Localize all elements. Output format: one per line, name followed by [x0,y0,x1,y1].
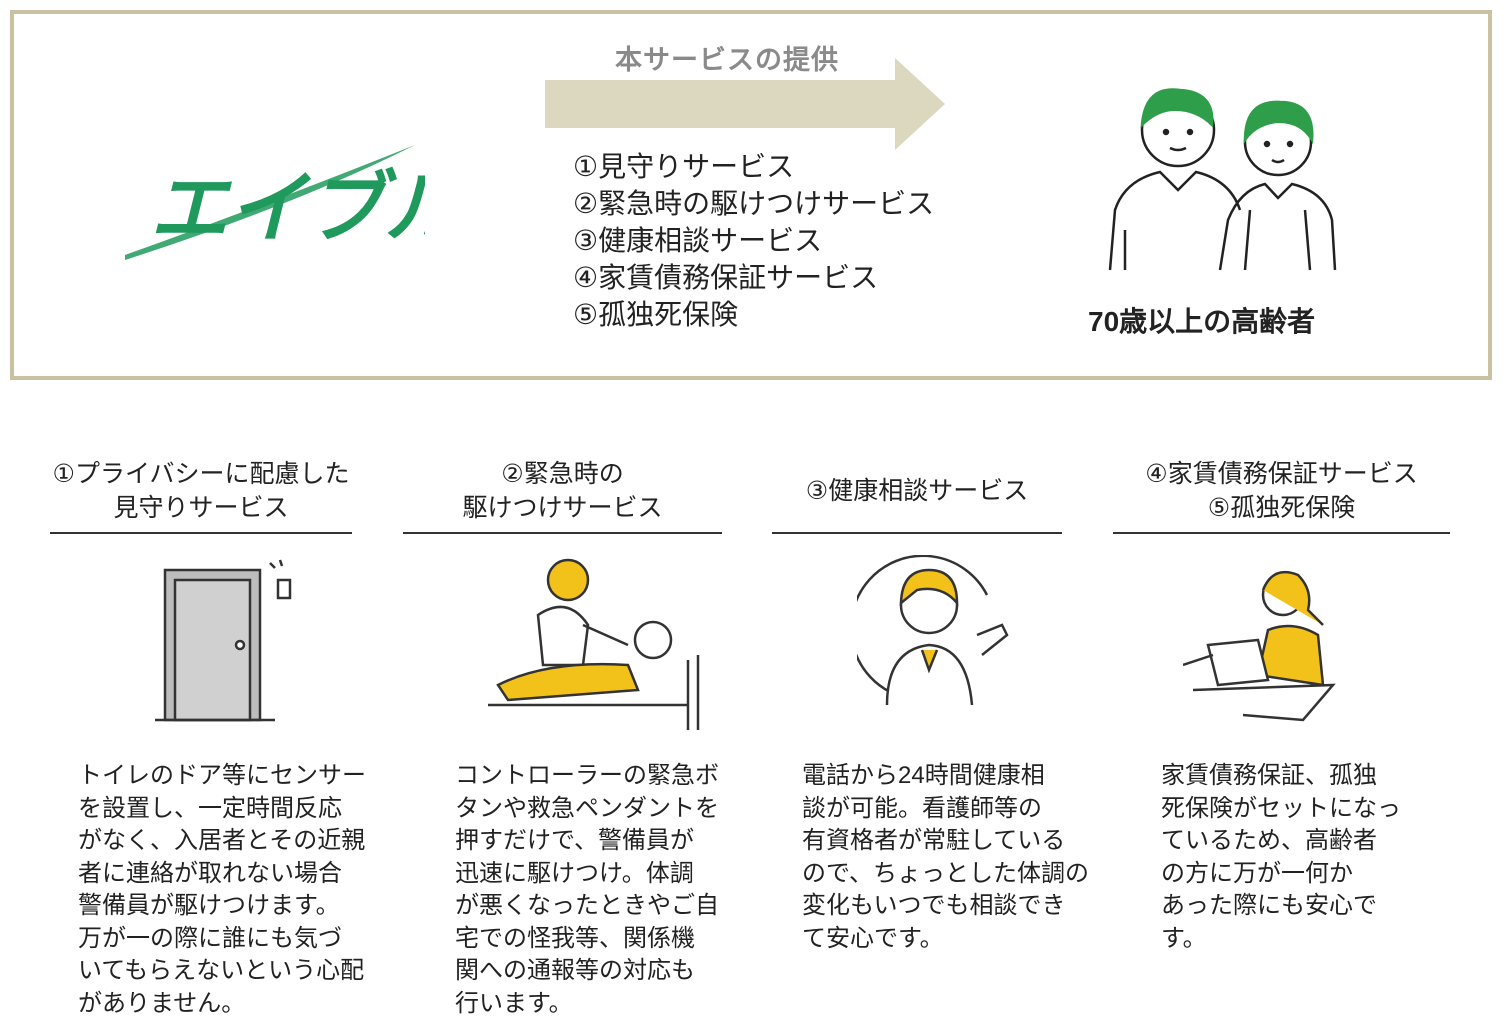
column-heading: ③健康相談サービス [772,450,1062,534]
body-line: す。 [1161,924,1207,952]
column-description: コントローラーの緊急ボ タンや救急ペンダントを 押すだけで、警備員が 迅速に駆け… [455,760,719,1020]
column-emergency: ②緊急時の 駆けつけサービス コントローラーの緊急ボ タンや救急ペンダントを 押… [403,450,722,1017]
column-heading: ①プライバシーに配慮した 見守りサービス [50,450,352,534]
heading-line: ④家賃債務保証サービス [1145,460,1418,488]
column-description: 電話から24時間健康相 談が可能。看護師等の 有資格者が常駐している ので、ちょ… [802,760,1089,955]
heading-line: ①プライバシーに配慮した [52,460,350,488]
body-line: コントローラーの緊急ボ [455,762,719,789]
body-line: の方に万が一何か [1161,859,1353,887]
office-worker-laptop-icon [1182,555,1348,730]
arrow-label: 本サービスの提供 [615,45,839,75]
column-description: トイレのドア等にセンサー を設置し、一定時間反応 がなく、入居者とその近親 者に… [78,760,366,1020]
column-description: 家賃債務保証、孤独 死保険がセットになっ ているため、高齢者 の方に万が一何か … [1161,760,1401,955]
body-line: が悪くなったときやご自 [455,892,719,919]
caregiver-patient-icon [488,555,703,740]
doctor-icon [849,554,1017,720]
service-item: ②緊急時の駆けつけサービス [573,188,935,219]
body-line: 行います。 [455,989,573,1017]
elderly-couple-icon [1100,80,1350,285]
logo-text: エイブル [150,164,425,254]
heading-line: ③健康相談サービス [805,477,1029,505]
column-health-consult: ③健康相談サービス 電話から24時間健康相 談が可能。看護師等の 有資格者が常駐… [772,450,1089,952]
service-item: ④家賃債務保証サービス [573,262,879,293]
body-line: がありません。 [78,989,246,1017]
service-item: ⑤孤独死保険 [573,299,739,330]
body-line: 迅速に駆けつけ。体調 [455,859,694,887]
body-line: 押すだけで、警備員が [455,827,695,854]
body-line: て安心です。 [802,924,944,952]
body-line: 警備員が駆けつけます。 [78,892,340,919]
body-line: タンや救急ペンダントを [455,794,719,822]
body-line: あった際にも安心で [1161,892,1377,919]
body-line: 変化もいつでも相談でき [802,892,1066,919]
body-line: 死保険がセットになっ [1161,794,1401,822]
service-list: ①見守りサービス ②緊急時の駆けつけサービス ③健康相談サービス ④家賃債務保証… [573,148,934,333]
column-heading: ④家賃債務保証サービス ⑤孤独死保険 [1113,450,1450,534]
column-monitoring: ①プライバシーに配慮した 見守りサービス トイレのドア等にセンサー を設置し、一… [50,450,366,1017]
heading-line: 駆けつけサービス [462,494,663,522]
body-line: 有資格者が常駐している [802,827,1066,854]
able-logo: エイブル [115,135,466,270]
body-line: いてもらえないという心配 [78,957,365,984]
body-line: 者に連絡が取れない場合 [78,859,342,887]
service-overview-box [10,10,1492,380]
body-line: 万が一の際に誰にも気づ [78,924,342,952]
column-heading: ②緊急時の 駆けつけサービス [403,450,722,534]
body-line: がなく、入居者とその近親 [78,827,366,854]
body-line: ので、ちょっとした体調の [802,859,1090,887]
body-line: 談が可能。看護師等の [802,794,1042,822]
body-line: を設置し、一定時間反応 [78,794,342,822]
body-line: 宅での怪我等、関係機 [455,924,695,952]
body-line: ているため、高齢者 [1161,827,1377,854]
door-sensor-icon [150,555,310,730]
body-line: 関への通報等の対応も [455,957,695,984]
heading-line: ⑤孤独死保険 [1207,494,1356,522]
body-line: 電話から24時間健康相 [802,762,1045,789]
heading-line: 見守りサービス [113,494,289,522]
heading-line: ②緊急時の [501,460,624,488]
service-arrow [545,58,945,158]
body-line: 家賃債務保証、孤独 [1161,762,1377,789]
column-rent-guarantee-insurance: ④家賃債務保証サービス ⑤孤独死保険 家賃債務保証、孤独 死保険がセットになっ … [1113,450,1450,952]
target-label: 70歳以上の高齢者 [1088,306,1316,337]
service-item: ①見守りサービス [573,151,795,182]
service-item: ③健康相談サービス [573,225,823,256]
body-line: トイレのドア等にセンサー [78,762,366,789]
